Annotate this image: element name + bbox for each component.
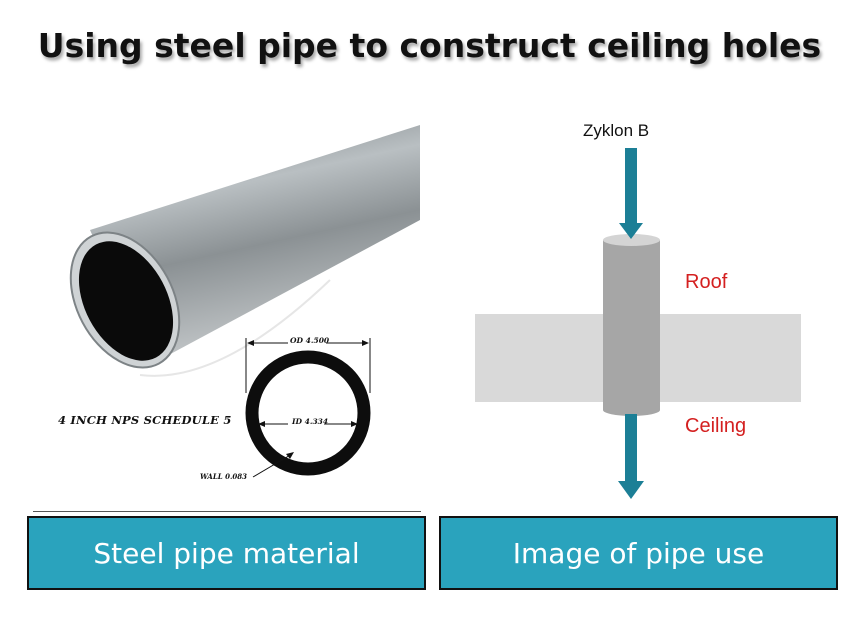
divider-line — [33, 511, 421, 512]
outlet-arrow-head — [618, 481, 644, 499]
pipe-use-diagram: Zyklon B Roof Ceiling — [470, 115, 810, 515]
pipe-use-caption: Image of pipe use — [439, 516, 838, 590]
inlet-label: Zyklon B — [583, 121, 650, 140]
outer-diameter-label: OD 4.500 — [290, 336, 330, 345]
ceiling-label: Ceiling — [685, 415, 747, 437]
roof-label: Roof — [685, 271, 728, 293]
steel-pipe-illustration — [69, 125, 420, 478]
steel-pipe-material-caption: Steel pipe material — [27, 516, 426, 590]
pipe-opening — [78, 241, 174, 361]
steel-pipe-image: 4 INCH NPS SCHEDULE 5 OD 4.500 ID 4.334 … — [40, 125, 420, 515]
inner-diameter-label: ID 4.334 — [292, 417, 329, 426]
pipe-use-illustration — [475, 148, 801, 499]
slide-title: Using steel pipe to construct ceiling ho… — [37, 26, 822, 65]
pipe-spec-label: 4 INCH NPS SCHEDULE 5 — [58, 413, 232, 427]
outlet-arrow-shaft — [625, 414, 637, 482]
cross-section-ring — [245, 350, 371, 476]
wall-thickness-label: WALL 0.083 — [200, 472, 248, 481]
inlet-arrow-shaft — [625, 148, 637, 225]
inlet-arrow-head — [619, 223, 643, 239]
pipe-top — [603, 234, 660, 246]
pipe-cylinder — [603, 240, 660, 410]
pipe-bottom — [603, 404, 660, 416]
